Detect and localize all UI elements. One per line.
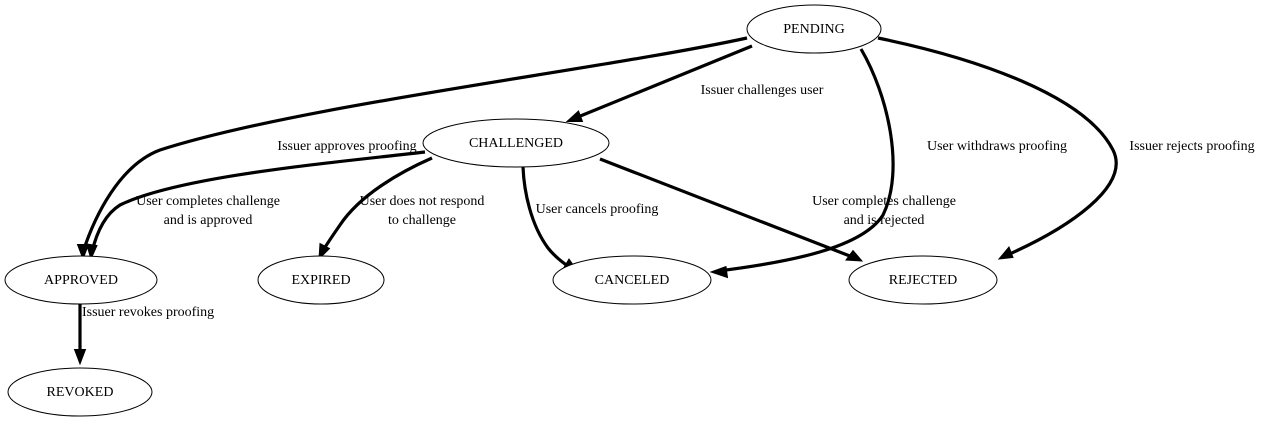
edge-label-pending-challenged: Issuer challenges user — [701, 83, 824, 98]
edge-line-pending-challenged — [572, 44, 753, 121]
edge-label-line: User does not respond — [360, 194, 485, 209]
edge-line-pending-canceled — [717, 48, 895, 273]
node-label-canceled: CANCELED — [595, 273, 670, 288]
node-shape-challenged[interactable] — [422, 118, 610, 168]
edge-label-line: User cancels proofing — [536, 202, 659, 217]
edge-challenged-canceled — [521, 166, 580, 273]
edge-pending-approved — [76, 36, 748, 261]
edge-labels-layer: Issuer approves proofing Issuer challenge… — [82, 83, 1255, 320]
edge-line-pending-approved — [81, 36, 748, 253]
edge-arrowhead-pending-rejected — [997, 246, 1014, 260]
edge-label-line: User withdraws proofing — [927, 139, 1067, 154]
edge-label-line: to challenge — [388, 213, 456, 228]
edge-label-challenged-canceled: User cancels proofing — [536, 202, 659, 217]
edge-label-approved-revoked: Issuer revokes proofing — [82, 305, 214, 320]
edge-label-challenged-expired: User does not respond to challenge — [360, 194, 485, 228]
node-label-rejected: REJECTED — [889, 273, 957, 288]
node-challenged[interactable]: CHALLENGED — [422, 118, 610, 168]
node-rejected[interactable]: REJECTED — [848, 255, 998, 305]
edge-line-challenged-rejected — [599, 157, 856, 260]
edge-approved-revoked — [73, 304, 87, 366]
node-label-challenged: CHALLENGED — [469, 136, 563, 151]
edge-arrowhead-approved-revoked — [73, 349, 87, 366]
edge-label-line: and is approved — [164, 213, 253, 228]
edge-pending-rejected — [877, 36, 1118, 260]
edge-pending-canceled — [709, 48, 895, 279]
node-shape-revoked[interactable] — [7, 367, 153, 417]
node-label-expired: EXPIRED — [291, 273, 350, 288]
edge-arrowhead-challenged-approved — [85, 243, 98, 261]
edge-label-line: Issuer rejects proofing — [1129, 139, 1254, 154]
edge-label-line: User completes challenge — [812, 194, 956, 209]
edge-line-challenged-canceled — [521, 166, 573, 271]
edge-arrowhead-pending-challenged — [565, 110, 584, 122]
node-label-pending: PENDING — [783, 22, 844, 37]
edge-challenged-approved — [85, 150, 426, 261]
nodes-layer: PENDING CHALLENGED APPROVED EXPIRED CANCELED… — [4, 4, 998, 417]
node-approved[interactable]: APPROVED — [4, 255, 158, 305]
edge-label-line: Issuer challenges user — [701, 83, 824, 98]
edge-pending-challenged — [565, 44, 753, 122]
node-expired[interactable]: EXPIRED — [257, 255, 385, 305]
node-label-revoked: REVOKED — [47, 385, 114, 400]
node-pending[interactable]: PENDING — [746, 4, 882, 54]
edge-arrowhead-pending-approved — [76, 244, 90, 261]
node-revoked[interactable]: REVOKED — [7, 367, 153, 417]
edge-challenged-rejected — [599, 157, 864, 262]
node-shape-approved[interactable] — [4, 255, 158, 305]
edge-line-challenged-approved — [90, 150, 426, 253]
edge-challenged-expired — [318, 156, 433, 261]
node-shape-expired[interactable] — [257, 255, 385, 305]
edge-line-challenged-expired — [320, 156, 433, 253]
edge-label-line: and is rejected — [844, 213, 925, 228]
node-label-approved: APPROVED — [44, 273, 118, 288]
edge-label-pending-canceled: User withdraws proofing — [927, 139, 1067, 154]
edge-label-challenged-approved: User completes challenge and is approved — [136, 194, 280, 228]
node-shape-canceled[interactable] — [552, 255, 712, 305]
edge-label-pending-approved: Issuer approves proofing — [277, 139, 416, 154]
edge-label-line: Issuer revokes proofing — [82, 305, 214, 320]
node-shape-rejected[interactable] — [848, 255, 998, 305]
edge-label-line: Issuer approves proofing — [277, 139, 416, 154]
edge-line-pending-rejected — [877, 36, 1118, 258]
node-canceled[interactable]: CANCELED — [552, 255, 712, 305]
edge-arrowhead-challenged-expired — [318, 242, 331, 261]
edge-label-pending-rejected: Issuer rejects proofing — [1129, 139, 1254, 154]
edge-label-challenged-rejected: User completes challenge and is rejected — [812, 194, 956, 228]
edge-label-line: User completes challenge — [136, 194, 280, 209]
edge-arrowhead-pending-canceled — [709, 265, 729, 279]
edges-layer — [73, 36, 1118, 366]
edge-arrowhead-challenged-rejected — [845, 249, 864, 262]
node-shape-pending[interactable] — [746, 4, 882, 54]
